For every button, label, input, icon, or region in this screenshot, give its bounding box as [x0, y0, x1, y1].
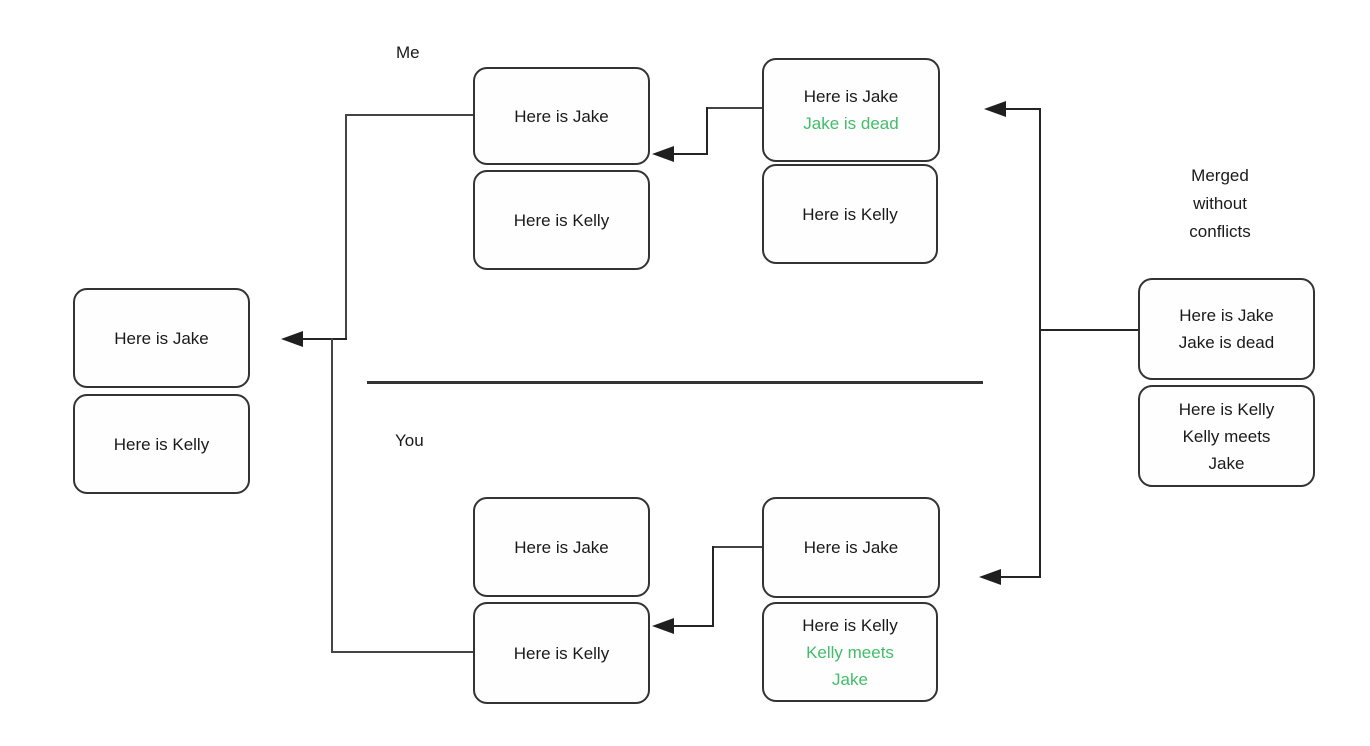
merged-caption-line2: without — [1193, 194, 1247, 213]
commit-text: Here is Jake — [803, 538, 899, 557]
merged-caption-line1: Merged — [1191, 166, 1249, 185]
commit-box-you-remote-jake: Here is Jake — [762, 497, 940, 598]
commit-box-you-kelly: Here is Kelly — [473, 602, 650, 704]
commit-text-added: Jake is dead — [803, 114, 899, 133]
branch-label-you: You — [395, 431, 424, 450]
branch-divider-line — [367, 381, 983, 384]
arrowhead-to-you-remote — [979, 569, 1001, 585]
commit-text: Here is Kelly — [802, 615, 898, 635]
commit-text: Jake is dead — [1178, 333, 1275, 352]
merged-caption-line3: conflicts — [1189, 222, 1251, 241]
commit-box-you-jake: Here is Jake — [473, 497, 650, 597]
commit-box-me-remote-jake: Here is Jake Jake is dead — [762, 58, 940, 162]
arrowhead-to-me-remote — [984, 101, 1006, 117]
commit-text: Here is Kelly — [513, 643, 610, 663]
commit-text: Here is Jake — [1179, 306, 1274, 325]
commit-text: Kelly meets — [1182, 426, 1271, 446]
commit-box-me-remote-kelly: Here is Kelly — [762, 164, 938, 264]
commit-text: Here is Kelly — [1178, 399, 1275, 419]
connector-left-trunk-bottom — [331, 338, 333, 652]
connector-you-elbow-drop — [712, 546, 714, 627]
commit-text: Here is Jake — [114, 328, 209, 348]
commit-box-root-jake: Here is Jake — [73, 288, 250, 388]
commit-text-added: Jake — [832, 669, 868, 689]
connector-me-elbow-drop — [706, 107, 708, 155]
arrowhead-to-you-local — [652, 618, 674, 634]
connector-me-elbow-run — [674, 153, 707, 155]
connector-left-trunk-top — [345, 114, 347, 340]
connector-to-root — [300, 338, 347, 340]
merged-caption: Merged without conflicts — [1156, 162, 1284, 246]
commit-text: Here is Kelly — [113, 434, 210, 454]
commit-text: Jake — [1208, 453, 1245, 473]
commit-box-merged-jake: Here is Jake Jake is dead — [1138, 278, 1315, 380]
connector-merged-stub — [1040, 329, 1138, 331]
commit-box-me-jake: Here is Jake — [473, 67, 650, 165]
commit-text: Here is Kelly — [513, 210, 610, 230]
connector-right-trunk — [1039, 108, 1041, 578]
connector-merged-top-run — [1006, 108, 1041, 110]
commit-text: Here is Jake — [803, 87, 899, 106]
arrowhead-to-me-local — [652, 146, 674, 162]
commit-text-added: Kelly meets — [806, 642, 894, 662]
connector-you-elbow-top — [713, 546, 762, 548]
connector-you-elbow-run — [674, 625, 713, 627]
commit-text: Here is Jake — [514, 537, 609, 557]
commit-text: Here is Kelly — [802, 204, 898, 224]
connector-me-stub — [347, 114, 473, 116]
connector-me-elbow-top — [707, 107, 762, 109]
commit-box-root-kelly: Here is Kelly — [73, 394, 250, 494]
arrowhead-to-root — [281, 331, 303, 347]
commit-text: Here is Jake — [514, 106, 609, 126]
commit-box-me-kelly: Here is Kelly — [473, 170, 650, 270]
commit-box-merged-kelly: Here is Kelly Kelly meets Jake — [1138, 385, 1315, 487]
connector-merged-bottom-run — [1001, 576, 1041, 578]
branch-label-me: Me — [396, 43, 420, 62]
connector-you-stub — [331, 651, 473, 653]
commit-box-you-remote-kelly: Here is Kelly Kelly meets Jake — [762, 602, 938, 702]
